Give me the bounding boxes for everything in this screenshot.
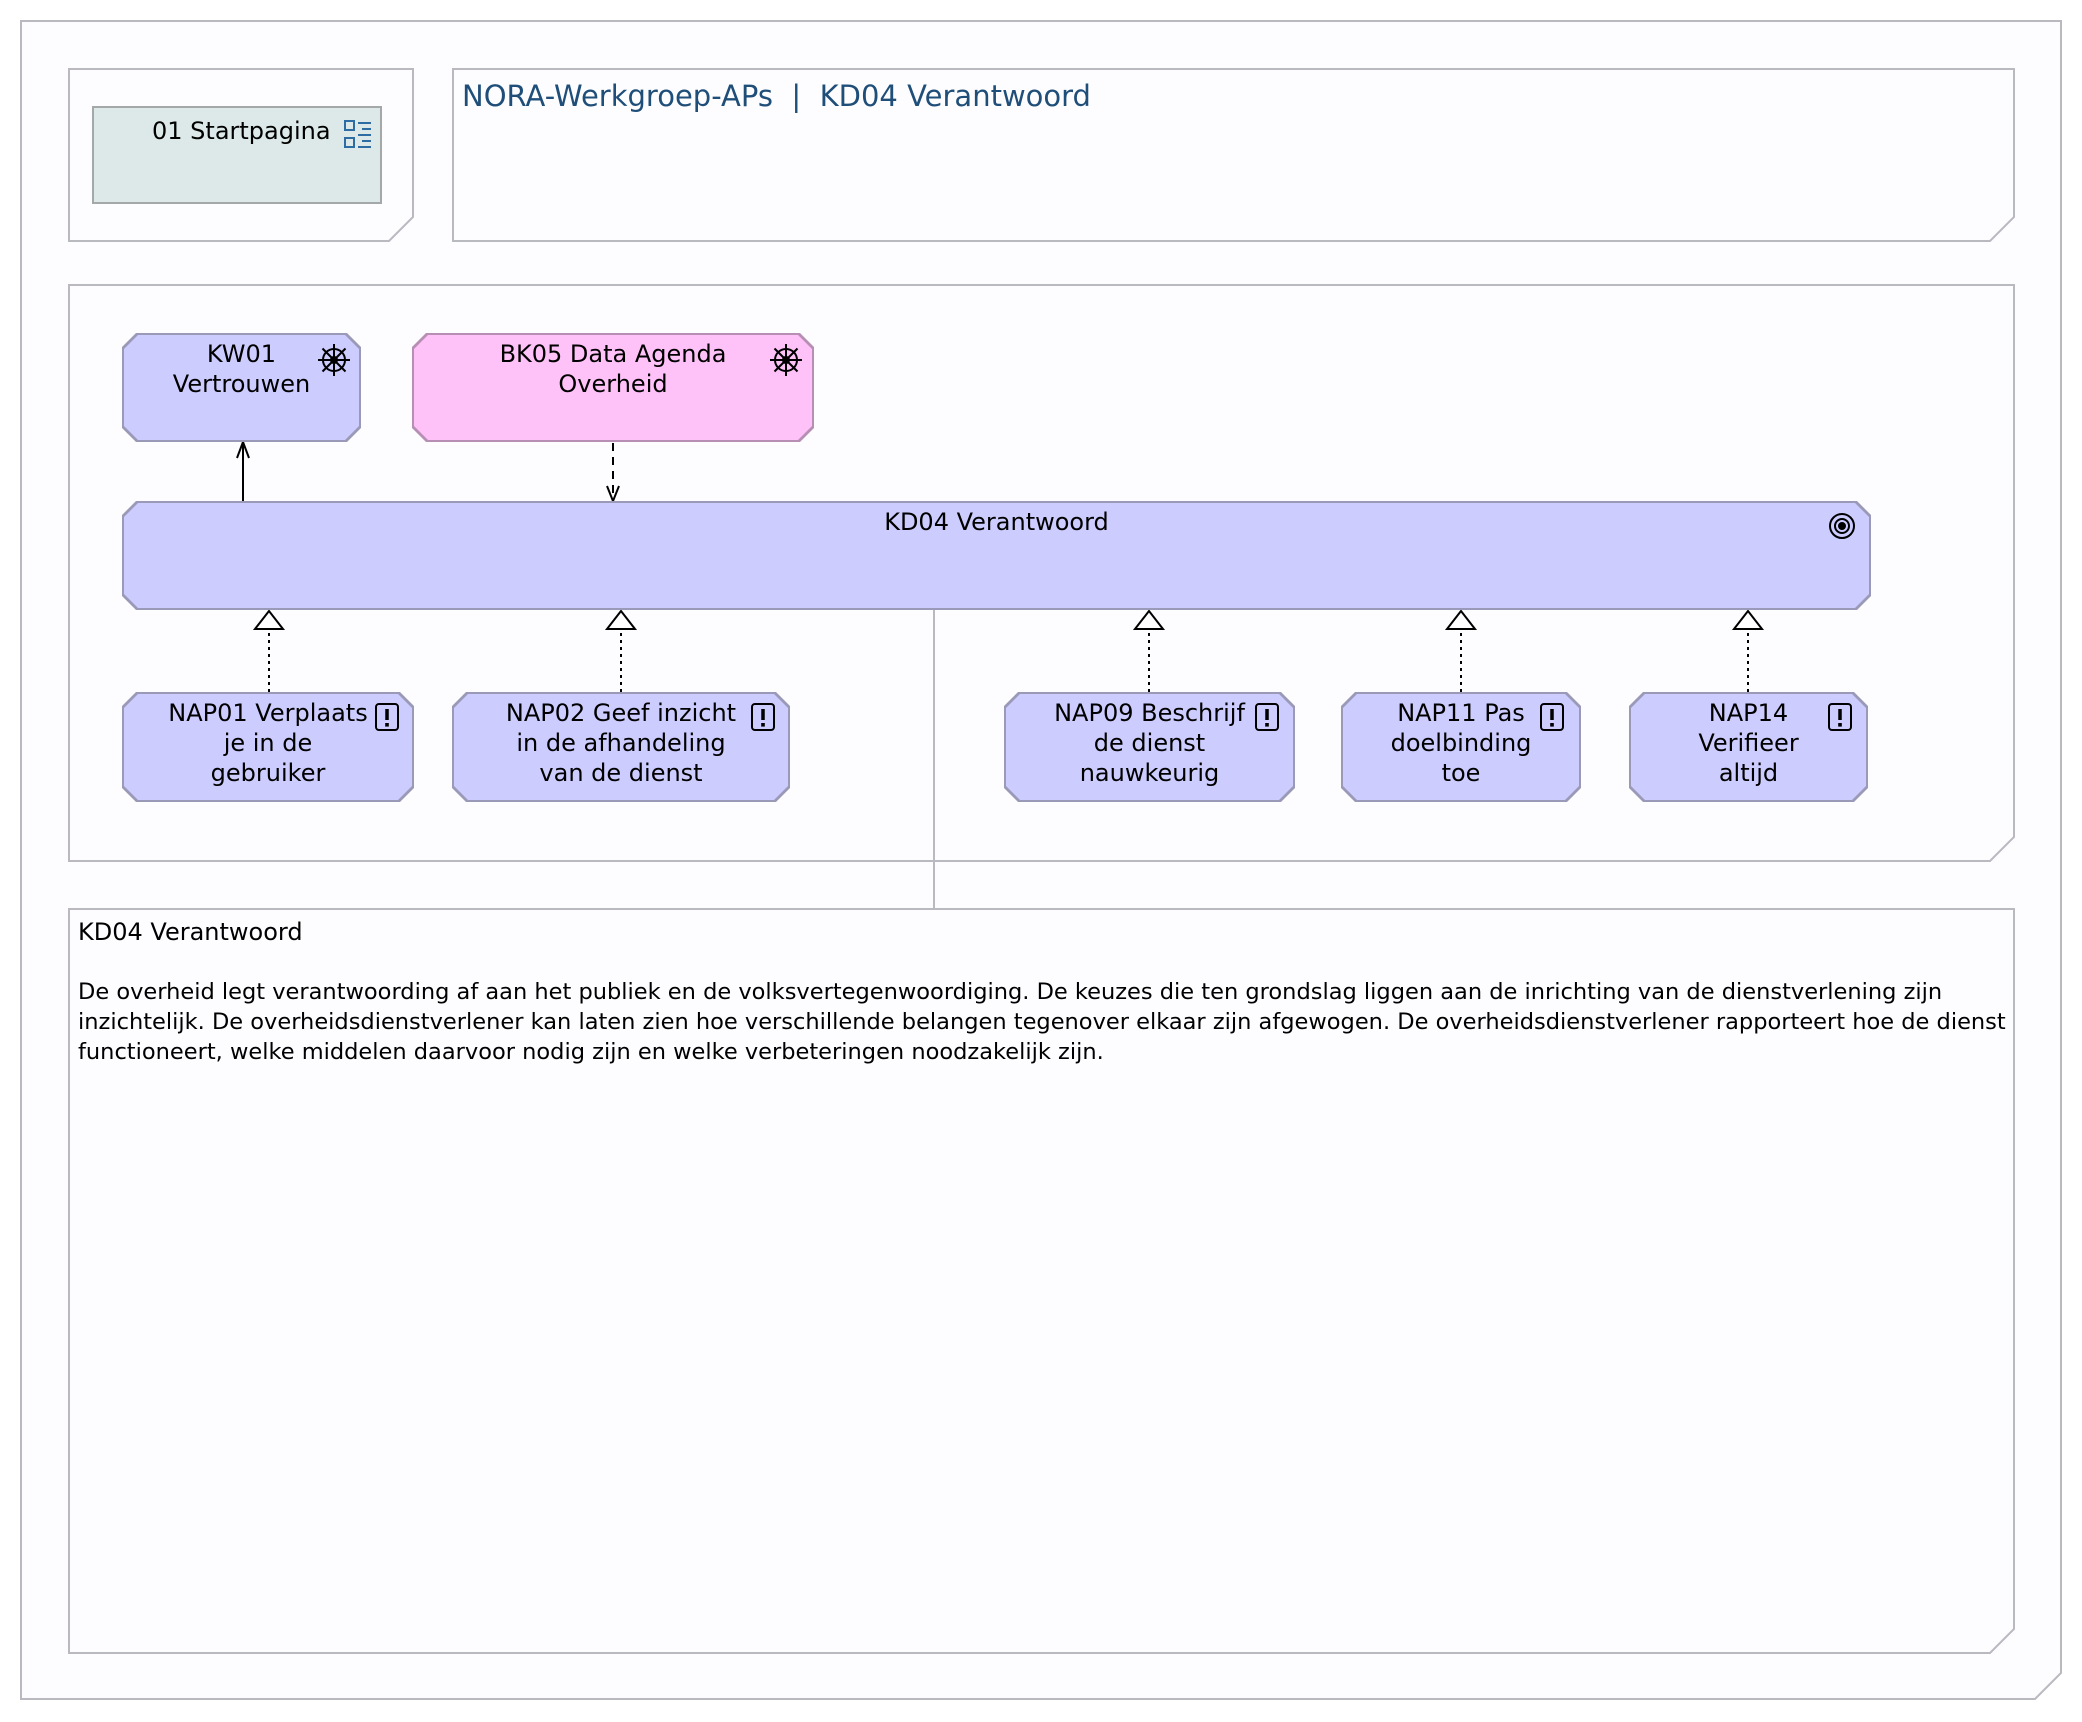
node-kd04[interactable]: KD04 Verantwoord	[122, 501, 1871, 610]
navigation-icon	[344, 120, 371, 148]
description-body: De overheid legt verantwoording af aan h…	[78, 979, 2006, 1065]
principle-icon	[374, 702, 400, 732]
description-title: KD04 Verantwoord	[78, 918, 303, 946]
principle-icon	[1539, 702, 1565, 732]
node-nap14-label: NAP14 Verifieer altijd	[1698, 699, 1799, 787]
node-nap14[interactable]: NAP14 Verifieer altijd	[1629, 692, 1868, 802]
node-kd04-label: KD04 Verantwoord	[884, 508, 1109, 536]
node-nap09[interactable]: NAP09 Beschrijf de dienst nauwkeurig	[1004, 692, 1295, 802]
principle-icon	[750, 702, 776, 732]
node-nap02[interactable]: NAP02 Geef inzicht in de afhandeling van…	[452, 692, 790, 802]
node-bk05-label: BK05 Data Agenda Overheid	[499, 340, 727, 398]
goal-icon	[1827, 511, 1857, 541]
node-kw01-label: KW01 Vertrouwen	[172, 340, 311, 398]
driver-icon	[769, 343, 803, 377]
start-page-link[interactable]: 01 Startpagina	[92, 106, 382, 204]
node-nap11[interactable]: NAP11 Pas doelbinding toe	[1341, 692, 1581, 802]
principle-icon	[1254, 702, 1280, 732]
node-nap01[interactable]: NAP01 Verplaats je in de gebruiker	[122, 692, 414, 802]
node-nap02-label: NAP02 Geef inzicht in de afhandeling van…	[505, 699, 737, 787]
node-kw01[interactable]: KW01 Vertrouwen	[122, 333, 361, 442]
node-nap09-label: NAP09 Beschrijf de dienst nauwkeurig	[1054, 699, 1245, 787]
node-nap01-label: NAP01 Verplaats je in de gebruiker	[168, 699, 368, 787]
start-page-label: 01 Startpagina	[152, 117, 331, 145]
node-bk05[interactable]: BK05 Data Agenda Overheid	[412, 333, 814, 442]
driver-icon	[317, 343, 351, 377]
page-title: NORA-Werkgroep-APs | KD04 Verantwoord	[462, 79, 1091, 113]
description-panel: KD04 Verantwoord De overheid legt verant…	[78, 917, 2006, 1067]
arrowhead-kw01	[236, 439, 250, 459]
node-nap11-label: NAP11 Pas doelbinding toe	[1390, 699, 1532, 787]
principle-icon	[1827, 702, 1853, 732]
